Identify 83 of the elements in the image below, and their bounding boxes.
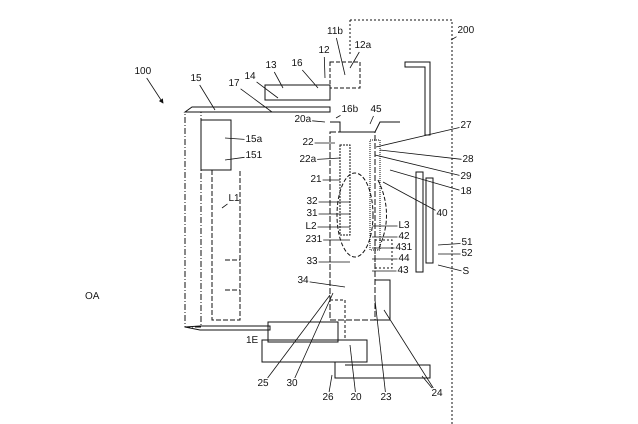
callout-number: 16b	[340, 104, 360, 116]
callout-number: 20a	[294, 114, 312, 126]
leader-line	[372, 236, 398, 238]
leader-line	[376, 127, 460, 148]
callout-number: 21	[310, 174, 323, 186]
leader-line	[350, 52, 360, 68]
callout-number: 44	[398, 253, 411, 265]
callout-number: 25	[256, 378, 270, 390]
leader-line	[224, 156, 245, 160]
leader-line	[294, 292, 334, 378]
callout-number: 100	[134, 66, 152, 78]
callout-number: 13	[264, 60, 278, 72]
leader-line	[274, 72, 284, 88]
callout-number: 15a	[244, 134, 264, 146]
leader-line	[450, 36, 457, 40]
leader-line	[309, 282, 346, 288]
callout-number: L1	[228, 193, 241, 205]
leader-line	[336, 115, 341, 118]
callout-number: 200	[456, 25, 476, 37]
callout-number: S	[462, 266, 470, 278]
callout-number: 30	[286, 378, 299, 390]
leader-line	[372, 270, 397, 272]
callout-number: 51	[460, 237, 474, 249]
callout-number: L2	[304, 221, 318, 233]
callout-number: 151	[244, 150, 264, 162]
callout-number: 29	[460, 171, 473, 183]
callout-number: 12a	[354, 40, 372, 52]
leader-line	[302, 70, 318, 88]
leader-line	[312, 120, 326, 122]
callout-number: 52	[460, 248, 474, 260]
callout-number: 33	[306, 256, 319, 268]
callout-number: 22	[302, 137, 315, 149]
callout-number: 34	[296, 275, 310, 287]
callout-number: 45	[370, 104, 383, 116]
leader-line	[256, 82, 278, 98]
leader-line	[374, 300, 386, 392]
leader-line	[328, 374, 332, 392]
callout-number: 16	[290, 58, 304, 70]
callout-number: 431	[394, 242, 414, 254]
callout-number: 15	[190, 73, 203, 85]
callout-number: 18	[460, 186, 473, 198]
leader-line	[438, 264, 462, 272]
leader-line	[384, 310, 434, 388]
callout-number: 231	[304, 234, 324, 246]
leader-line	[267, 294, 330, 378]
leader-line	[438, 243, 461, 246]
callout-number: 24	[430, 388, 444, 400]
axis-label: OA	[84, 291, 100, 303]
callout-number: 26	[322, 392, 335, 404]
callout-number: 14	[244, 71, 257, 83]
leader-line	[224, 138, 245, 140]
leader-line	[240, 88, 272, 112]
leader-line	[314, 142, 336, 144]
callout-number: 1E	[245, 335, 260, 347]
leader-line	[222, 204, 228, 208]
callout-number: L3	[398, 220, 411, 232]
callout-number: 42	[398, 231, 411, 243]
leader-line	[374, 154, 460, 176]
callout-number: 12	[318, 45, 331, 57]
callout-number: 43	[396, 265, 410, 277]
callout-number: 11b	[326, 26, 344, 38]
callout-number: 31	[306, 208, 319, 220]
leader-line	[317, 226, 350, 228]
callout-number: 40	[436, 208, 449, 220]
callout-number: 23	[380, 392, 393, 404]
leader-line	[372, 258, 398, 260]
callout-number: 32	[306, 196, 319, 208]
leader-line	[316, 158, 340, 160]
callout-number: 20	[350, 392, 363, 404]
leader-line	[199, 84, 216, 110]
leader-line	[382, 182, 436, 211]
callout-number: 28	[462, 154, 475, 166]
leader-line	[390, 170, 460, 190]
leader-line	[370, 116, 374, 124]
callout-number: 17	[228, 78, 241, 90]
callout-number: 27	[460, 120, 473, 132]
callout-number: 22a	[298, 154, 318, 166]
leader-line	[336, 38, 346, 76]
leader-line	[422, 376, 432, 388]
leader-line	[324, 56, 326, 78]
leader-line	[146, 78, 164, 104]
leader-line	[350, 344, 356, 392]
leader-line	[380, 150, 462, 160]
